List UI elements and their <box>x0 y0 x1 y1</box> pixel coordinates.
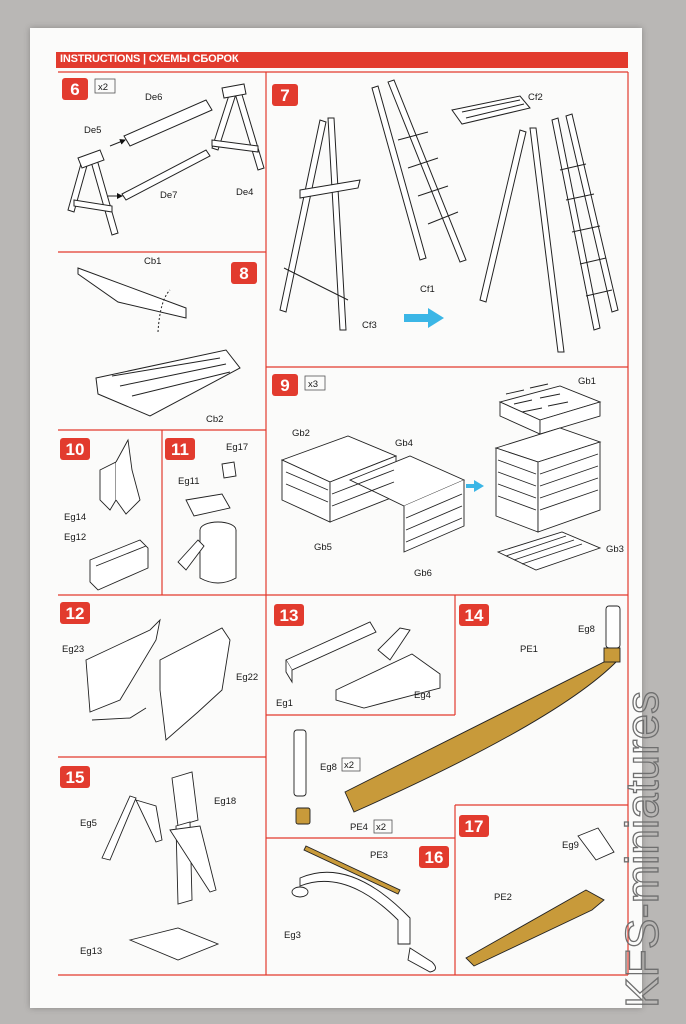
step-15-labels: Eg18 Eg5 Eg13 <box>80 796 236 957</box>
label-eg23: Eg23 <box>62 644 84 655</box>
label-eg11: Eg11 <box>178 476 199 487</box>
label-gb1: Gb1 <box>578 376 596 387</box>
label-eg22: Eg22 <box>236 672 258 683</box>
step-16-badge: 16 <box>419 846 449 868</box>
label-pe2: PE2 <box>494 892 512 903</box>
step-17-number: 17 <box>465 817 484 836</box>
instructions-header: INSTRUCTIONS | СХЕМЫ СБОРОК <box>56 52 628 68</box>
header-title: INSTRUCTIONS | СХЕМЫ СБОРОК <box>60 53 239 65</box>
label-eg9: Eg9 <box>562 840 579 851</box>
step-17-labels: Eg9 PE2 <box>494 840 579 903</box>
step-13-labels: Eg1 Eg4 <box>276 690 431 709</box>
step-15-stand-drawing <box>101 771 220 961</box>
label-de7: De7 <box>160 190 177 201</box>
watermark: KFS-miniatures <box>615 690 668 1008</box>
label-eg1: Eg1 <box>276 698 293 709</box>
step-8-step-drawing <box>77 267 241 417</box>
step-9-planter-drawing <box>280 383 602 571</box>
label-eg5: Eg5 <box>80 818 97 829</box>
watermark-text: KFS-miniatures <box>616 691 668 1008</box>
step-9-badge: 9 <box>272 374 298 396</box>
step-12-anvil-drawing <box>85 618 231 741</box>
step-14-number: 14 <box>465 606 484 625</box>
step-17-badge: 17 <box>459 815 489 837</box>
label-de4: De4 <box>236 187 253 198</box>
multiplier-boxes: x2 x3 x2 x2 <box>94 78 393 834</box>
step-12-labels: Eg23 Eg22 <box>62 644 258 683</box>
label-de6: De6 <box>145 92 162 103</box>
label-pe1: PE1 <box>520 644 538 655</box>
step-6-number: 6 <box>70 80 79 99</box>
step-10-drawing <box>89 438 149 591</box>
step-8-badge: 8 <box>231 262 257 284</box>
step-11-badge: 11 <box>165 438 195 460</box>
step-13-badge: 13 <box>274 604 304 626</box>
label-gb6: Gb6 <box>414 568 432 579</box>
step-14-badge: 14 <box>459 604 489 626</box>
panel-frame-lines <box>58 71 629 976</box>
step-15-badge: 15 <box>60 766 90 788</box>
label-pe4: PE4 <box>350 822 368 833</box>
label-cb2: Cb2 <box>206 414 223 425</box>
step-14-saw-drawing <box>293 605 621 825</box>
step-14-labels: Eg8 PE1 Eg8 PE4 <box>320 624 595 833</box>
step-12-badge: 12 <box>60 602 90 624</box>
step-9-multiplier: x3 <box>308 379 318 390</box>
step-16-bowsaw-drawing <box>291 845 436 973</box>
step-9-number: 9 <box>280 376 289 395</box>
step-11-blowtorch-drawing <box>177 461 237 584</box>
label-eg8-top: Eg8 <box>578 624 595 635</box>
step-12-number: 12 <box>66 604 85 623</box>
label-eg18: Eg18 <box>214 796 236 807</box>
step-10-number: 10 <box>66 440 85 459</box>
label-cf3: Cf3 <box>362 320 377 331</box>
label-eg17: Eg17 <box>226 442 248 453</box>
arrow-icon <box>404 308 444 328</box>
label-gb5: Gb5 <box>314 542 332 553</box>
label-pe3: PE3 <box>370 850 388 861</box>
step-7-badge: 7 <box>272 84 298 106</box>
step-8-number: 8 <box>239 264 248 283</box>
step-badges: 6 7 8 9 10 11 12 13 14 15 16 17 <box>60 78 489 868</box>
label-eg3: Eg3 <box>284 930 301 941</box>
label-eg4: Eg4 <box>414 690 431 701</box>
label-cb1: Cb1 <box>144 256 161 267</box>
step-17-handsaw-drawing <box>465 827 615 967</box>
step-16-labels: PE3 Eg3 <box>284 850 388 941</box>
step-7-number: 7 <box>280 86 289 105</box>
step-16-number: 16 <box>425 848 444 867</box>
label-eg8-bottom: Eg8 <box>320 762 337 773</box>
step-6-sawhorse-drawing <box>67 83 265 236</box>
label-eg14: Eg14 <box>64 512 86 523</box>
step-14-multiplier-pe4: x2 <box>376 822 386 833</box>
step-8-labels: Cb1 Cb2 <box>144 256 223 425</box>
arrow-icon <box>466 480 484 492</box>
step-10-badge: 10 <box>60 438 90 460</box>
step-6-multiplier: x2 <box>98 82 108 93</box>
step-15-number: 15 <box>66 768 85 787</box>
label-gb4: Gb4 <box>395 438 413 449</box>
label-gb2: Gb2 <box>292 428 310 439</box>
step-7-labels: Cf2 Cf1 Cf3 <box>362 92 543 331</box>
step-9-labels: Gb1 Gb2 Gb4 Gb5 Gb6 Gb3 <box>292 376 624 579</box>
step-13-plane-drawing <box>285 621 441 709</box>
label-de5: De5 <box>84 125 101 136</box>
step-14-multiplier-eg8: x2 <box>344 760 354 771</box>
step-6-labels: De6 De5 De7 De4 <box>84 92 253 201</box>
step-11-number: 11 <box>171 440 189 459</box>
step-7-stepladder-drawing <box>279 79 619 353</box>
step-11-labels: Eg17 Eg11 <box>178 442 248 487</box>
label-gb3: Gb3 <box>606 544 624 555</box>
step-10-labels: Eg14 Eg12 <box>64 512 86 543</box>
label-eg13: Eg13 <box>80 946 102 957</box>
label-cf2: Cf2 <box>528 92 543 103</box>
label-cf1: Cf1 <box>420 284 435 295</box>
step-6-badge: 6 <box>62 78 88 100</box>
label-eg12: Eg12 <box>64 532 86 543</box>
step-13-number: 13 <box>280 606 299 625</box>
